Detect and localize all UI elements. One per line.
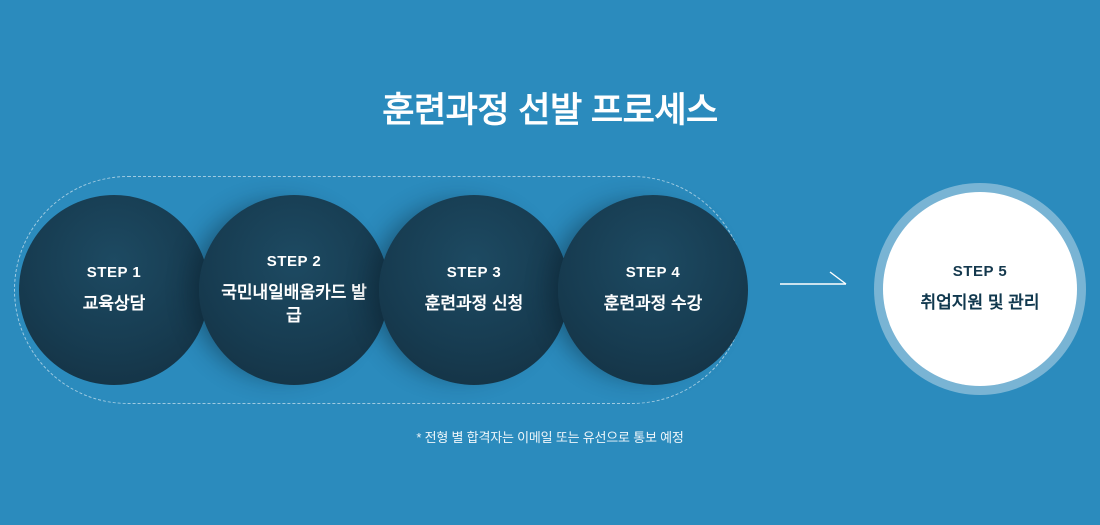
step-3-label: STEP 3 — [446, 264, 502, 282]
step-2-title: 국민내일배움카드 발급 — [221, 282, 367, 325]
step-5-label: STEP 5 — [952, 263, 1008, 281]
step-1-title: 교육상담 — [82, 294, 146, 314]
right-arrow-icon — [780, 271, 847, 285]
step-5-circle: STEP 5 취업지원 및 관리 — [883, 192, 1077, 386]
step-1-circle: STEP 1 교육상담 — [19, 195, 209, 385]
step-4-label: STEP 4 — [625, 264, 681, 282]
steps-dashed-group: STEP 1 교육상담 STEP 2 국민내일배움카드 발급 STEP 3 훈련… — [14, 176, 748, 404]
page-title: 훈련과정 선발 프로세스 — [382, 91, 718, 130]
step-2-circle: STEP 2 국민내일배움카드 발급 — [199, 195, 389, 385]
step-3-circle: STEP 3 훈련과정 신청 — [379, 195, 569, 385]
step-4-title: 훈련과정 수강 — [603, 294, 703, 314]
step-2-label: STEP 2 — [266, 252, 322, 270]
step-5-title: 취업지원 및 관리 — [920, 293, 1040, 313]
step-3-title: 훈련과정 신청 — [424, 294, 524, 314]
step-4-circle: STEP 4 훈련과정 수강 — [558, 195, 748, 385]
footnote: * 전형 별 합격자는 이메일 또는 유선으로 통보 예정 — [416, 430, 684, 445]
step-1-label: STEP 1 — [86, 264, 142, 282]
